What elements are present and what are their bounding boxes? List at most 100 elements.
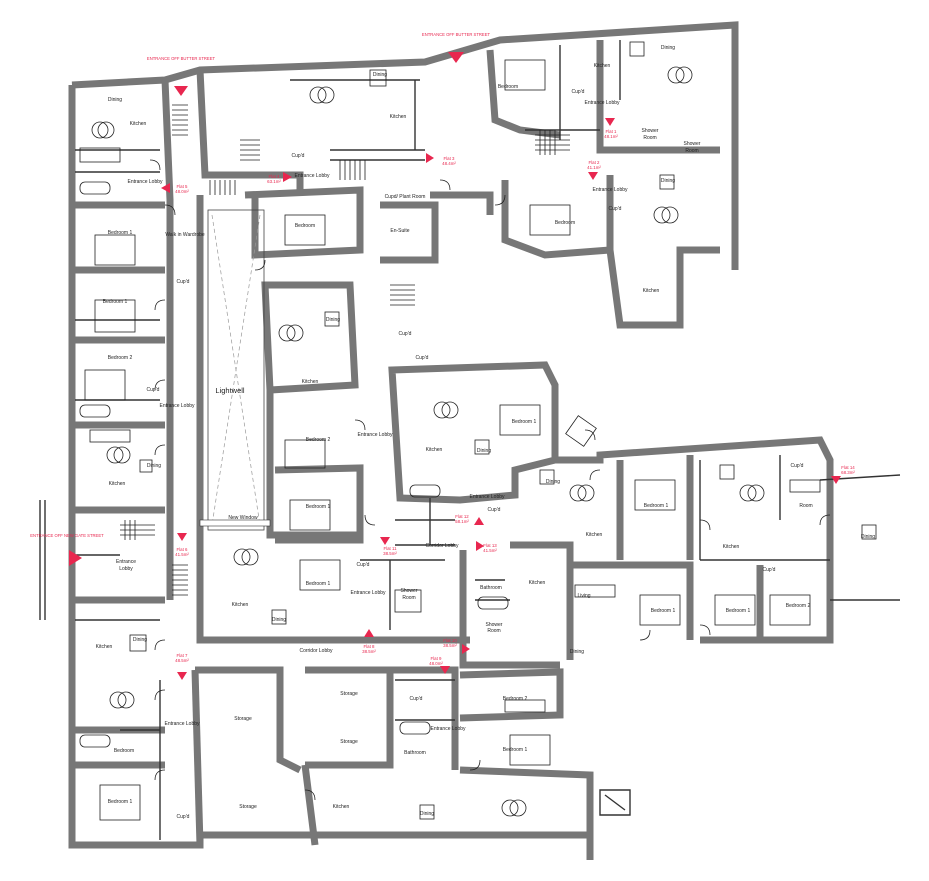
bed-icon [284, 214, 326, 246]
room-label: Entrance Lobby [584, 100, 620, 106]
storage-mid [305, 666, 394, 769]
flat-3-area: 48.4m² [442, 161, 456, 166]
west-partitions [72, 201, 165, 769]
room-label: Entrance Lobby [159, 403, 195, 409]
table-icon [569, 484, 587, 502]
lightwell: Lightwell New Window [199, 209, 271, 531]
bath-icon [79, 404, 111, 418]
thin-walls-west [75, 149, 160, 621]
dining-table-icon [369, 69, 387, 87]
bed-icon [299, 559, 341, 591]
west-inner [266, 390, 360, 539]
plant-room [430, 191, 494, 215]
room-label: Cup'd [147, 387, 160, 393]
room-label: Dining [477, 448, 491, 454]
entrance-marker-icon [448, 52, 464, 63]
cupd-block [390, 666, 459, 770]
flat-10-label: Flat 10 [443, 638, 457, 643]
flat-12-marker [474, 517, 484, 525]
room-label: Bedroom 2 [786, 603, 811, 609]
flat-markers: Flat 1 48.1m² Flat 2 41.1m² Flat 3 48.4m… [161, 118, 855, 680]
room-label: Kitchen [302, 379, 319, 385]
room-label: Dining [326, 317, 340, 323]
flat-9-marker [440, 666, 450, 674]
room-label: Kitchen [333, 804, 350, 810]
bed-icon [504, 59, 546, 91]
east-block [555, 436, 834, 644]
bed-icon [634, 479, 676, 511]
flat4-north-wall [196, 69, 304, 195]
new-window-mark [199, 519, 271, 527]
flat-1-area: 48.1m² [604, 134, 618, 139]
room-label: Entrance Lobby [469, 494, 505, 500]
room-label: Bathroom [480, 585, 502, 591]
flat-7-label: Flat 7 [177, 653, 189, 658]
furniture [79, 41, 877, 821]
room-label: Shower [684, 141, 701, 147]
thin-walls-cupd [395, 679, 455, 721]
flat-3-marker [426, 153, 434, 163]
room-label: Bedroom 1 [306, 581, 331, 587]
flat-13-area: 41.5m² [483, 548, 497, 553]
table-icon [309, 86, 327, 104]
storage-block [195, 666, 302, 774]
room-label: Cup'd [416, 355, 429, 361]
room-label: Entrance Lobby [430, 726, 466, 732]
flat10-block [459, 550, 560, 669]
stairs [120, 104, 570, 596]
lightwell-wall [196, 195, 470, 644]
flat-2-marker [588, 172, 598, 180]
flat-14-label: Flat 14 [841, 465, 855, 470]
bedroom-flat11 [274, 464, 364, 544]
stair-c [209, 180, 236, 195]
dining-table-icon [659, 174, 675, 190]
room-label: Bedroom 1 [306, 504, 331, 510]
room-label: Bedroom [295, 223, 315, 229]
room-label: Entrance Lobby [294, 173, 330, 179]
table-icon [747, 484, 765, 502]
flat-1-label: Flat 1 [606, 129, 618, 134]
bath-icon [409, 484, 441, 498]
shower-icon [789, 479, 821, 493]
table-icon [117, 691, 135, 709]
doors [149, 159, 831, 801]
room-label: Room [685, 148, 698, 154]
bed-icon [509, 734, 551, 766]
flat-6-marker [177, 533, 187, 541]
outer-walls [68, 21, 834, 860]
room-label: Entrance Lobby [127, 179, 163, 185]
thin-walls-flat3 [290, 79, 425, 161]
table-icon [106, 446, 124, 464]
table-icon [109, 691, 127, 709]
room-label: Corridor Lobby [425, 543, 459, 549]
door-swings-east [254, 179, 831, 801]
table-icon [667, 66, 685, 84]
bed-icon [499, 404, 541, 436]
dining-south [459, 766, 594, 835]
room-label: Cup'd [399, 331, 412, 337]
stair-f [535, 130, 570, 155]
room-label: Kitchen [390, 114, 407, 120]
room-label: Bedroom [555, 220, 575, 226]
room-label: Bedroom 1 [108, 230, 133, 236]
room-label: Kitchen [426, 447, 443, 453]
table-icon [286, 324, 304, 342]
flat-5-marker [161, 183, 170, 193]
room-label: Entrance Lobby [350, 590, 386, 596]
room-label: Dining [570, 649, 584, 655]
dining-table-icon [539, 469, 555, 485]
stair-e [240, 139, 260, 161]
flat-11-label: Flat 11 [383, 546, 397, 551]
table-icon [278, 324, 296, 342]
flat-1-marker [605, 118, 615, 126]
flat-10-marker [462, 644, 470, 654]
room-label: Kitchen [529, 580, 546, 586]
flat-8-area: 38.5m² [362, 649, 376, 654]
room-label: Living [577, 593, 590, 599]
thin-walls-flat1 [525, 40, 621, 140]
table-icon [653, 206, 671, 224]
room-label: Cup'd [488, 507, 501, 513]
bed-icon [94, 234, 136, 266]
flat-7-marker [177, 672, 187, 680]
